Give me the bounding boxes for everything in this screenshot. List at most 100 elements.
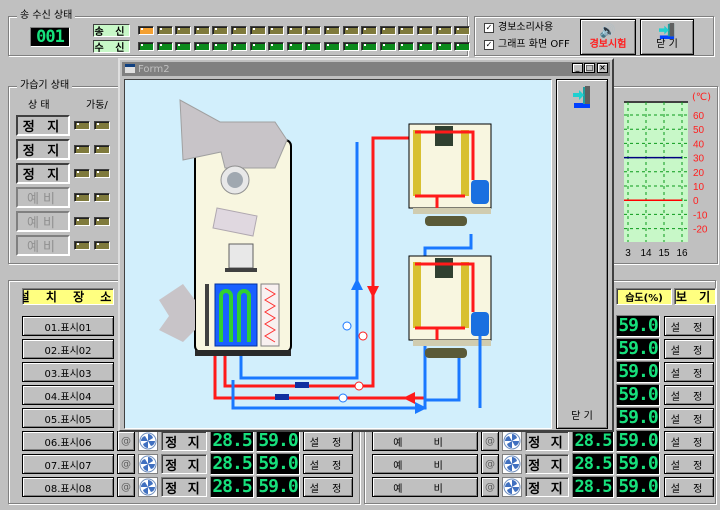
humidity-display: 59.0	[616, 453, 660, 475]
humidifier-status-title: 가습기 상태	[17, 79, 73, 93]
y-tick-label: 0	[693, 196, 699, 207]
settings-button[interactable]: 설 정	[664, 316, 714, 336]
location-button[interactable]: 08.표시08	[22, 477, 114, 497]
checkmark-icon: ✓	[484, 23, 494, 33]
settings-button[interactable]: 설 정	[664, 339, 714, 359]
settings-button[interactable]: 설 정	[664, 362, 714, 382]
settings-button[interactable]: 설 정	[303, 454, 353, 474]
settings-button[interactable]: 설 정	[664, 408, 714, 428]
water-tank	[228, 243, 254, 269]
x-tick-label: 16	[676, 248, 688, 259]
header-location: 설 치 장 소	[22, 288, 114, 305]
settings-button[interactable]: 설 정	[664, 477, 714, 497]
at-button[interactable]: @	[481, 477, 499, 497]
send-lamp	[286, 26, 303, 35]
recv-lamp	[193, 42, 210, 51]
run-lamp	[74, 145, 90, 154]
run-lamp	[74, 193, 90, 202]
at-button[interactable]: @	[117, 477, 135, 497]
window-icon	[125, 64, 135, 73]
at-button[interactable]: @	[481, 454, 499, 474]
comm-status-group: 송 수신 상태	[8, 9, 468, 56]
humidity-display: 59.0	[616, 384, 660, 406]
recv-lamp	[435, 42, 452, 51]
settings-button[interactable]: 설 정	[664, 385, 714, 405]
pressure-gauge	[358, 331, 368, 341]
form2-close-button[interactable]: 닫 기	[556, 79, 608, 429]
pressure-gauge	[342, 321, 352, 331]
close-window-button[interactable]: ×	[597, 63, 608, 73]
fan-icon	[502, 477, 522, 497]
recv-lamp	[156, 42, 173, 51]
options-group	[474, 16, 714, 56]
recv-lamp	[138, 42, 154, 51]
graph-off-checkbox[interactable]: ✓ 그래프 화면 OFF	[484, 39, 570, 51]
station-counter: 001	[30, 27, 70, 47]
settings-button[interactable]: 설 정	[303, 431, 353, 451]
location-button[interactable]: 02.표시02	[22, 339, 114, 359]
recv-lamp	[249, 42, 266, 51]
send-lamp	[175, 26, 192, 35]
at-button[interactable]: @	[481, 431, 499, 451]
run-lamp	[74, 169, 90, 178]
send-lamp	[324, 26, 340, 35]
send-lamp	[342, 26, 359, 35]
alarm-sound-checkbox[interactable]: ✓ 경보소리사용	[484, 22, 553, 34]
humidity-display: 59.0	[616, 315, 660, 337]
filter-drier	[295, 382, 309, 388]
location-button[interactable]: 04.표시04	[22, 385, 114, 405]
at-button[interactable]: @	[117, 431, 135, 451]
recv-lamp	[268, 42, 285, 51]
stop-lamp	[94, 145, 110, 154]
outdoor-unit-2	[408, 255, 492, 408]
run-lamp	[74, 121, 90, 130]
location-button[interactable]: 06.표시06	[22, 431, 114, 451]
close-button[interactable]: 닫 기	[640, 19, 694, 55]
exit-door-icon	[573, 86, 590, 108]
send-lamp	[379, 26, 396, 35]
comm-status-title: 송 수신 상태	[17, 9, 76, 23]
run-lamp	[74, 217, 90, 226]
send-lamp	[417, 26, 433, 35]
location-button[interactable]: 03.표시03	[22, 362, 114, 382]
location-button[interactable]: 예 비	[372, 454, 478, 474]
location-button[interactable]: 예 비	[372, 477, 478, 497]
at-button[interactable]: @	[117, 454, 135, 474]
run-state: 정 지	[525, 454, 569, 474]
send-lamp	[398, 26, 415, 35]
settings-button[interactable]: 설 정	[664, 454, 714, 474]
settings-button[interactable]: 설 정	[664, 431, 714, 451]
settings-button[interactable]: 설 정	[303, 477, 353, 497]
send-lamp	[454, 26, 471, 35]
humidity-display: 59.0	[616, 407, 660, 429]
hot-pipe-3	[371, 136, 423, 230]
maximize-button[interactable]: □	[584, 63, 595, 73]
send-lamp	[249, 26, 266, 35]
hvac-diagram	[159, 99, 492, 414]
location-button[interactable]: 05.표시05	[22, 408, 114, 428]
location-button[interactable]: 07.표시07	[22, 454, 114, 474]
minimize-button[interactable]: _	[572, 63, 583, 73]
stop-lamp	[94, 241, 110, 250]
run-state: 정 지	[525, 431, 569, 451]
recv-lamp	[305, 42, 322, 51]
stop-lamp	[94, 193, 110, 202]
recv-lamp	[361, 42, 378, 51]
speaker-icon: 🔊	[599, 23, 617, 39]
form2-titlebar[interactable]: Form2	[122, 62, 610, 76]
x-tick-label: 15	[658, 248, 670, 259]
run-lamp	[74, 241, 90, 250]
pressure-gauge	[338, 393, 348, 403]
alarm-test-button[interactable]: 🔊 경보시험	[580, 19, 636, 55]
fan-icon	[138, 477, 158, 497]
alarm-sound-label: 경보소리사용	[498, 22, 554, 33]
recv-lamp	[379, 42, 396, 51]
stop-lamp	[94, 169, 110, 178]
location-button[interactable]: 예 비	[372, 431, 478, 451]
send-lamp	[231, 26, 247, 35]
recv-lamp	[212, 42, 229, 51]
recv-lamp	[398, 42, 415, 51]
form2-window: Form2 _ □ ×	[118, 58, 614, 432]
location-button[interactable]: 01.표시01	[22, 316, 114, 336]
temperature-display: 28.5	[210, 453, 254, 475]
